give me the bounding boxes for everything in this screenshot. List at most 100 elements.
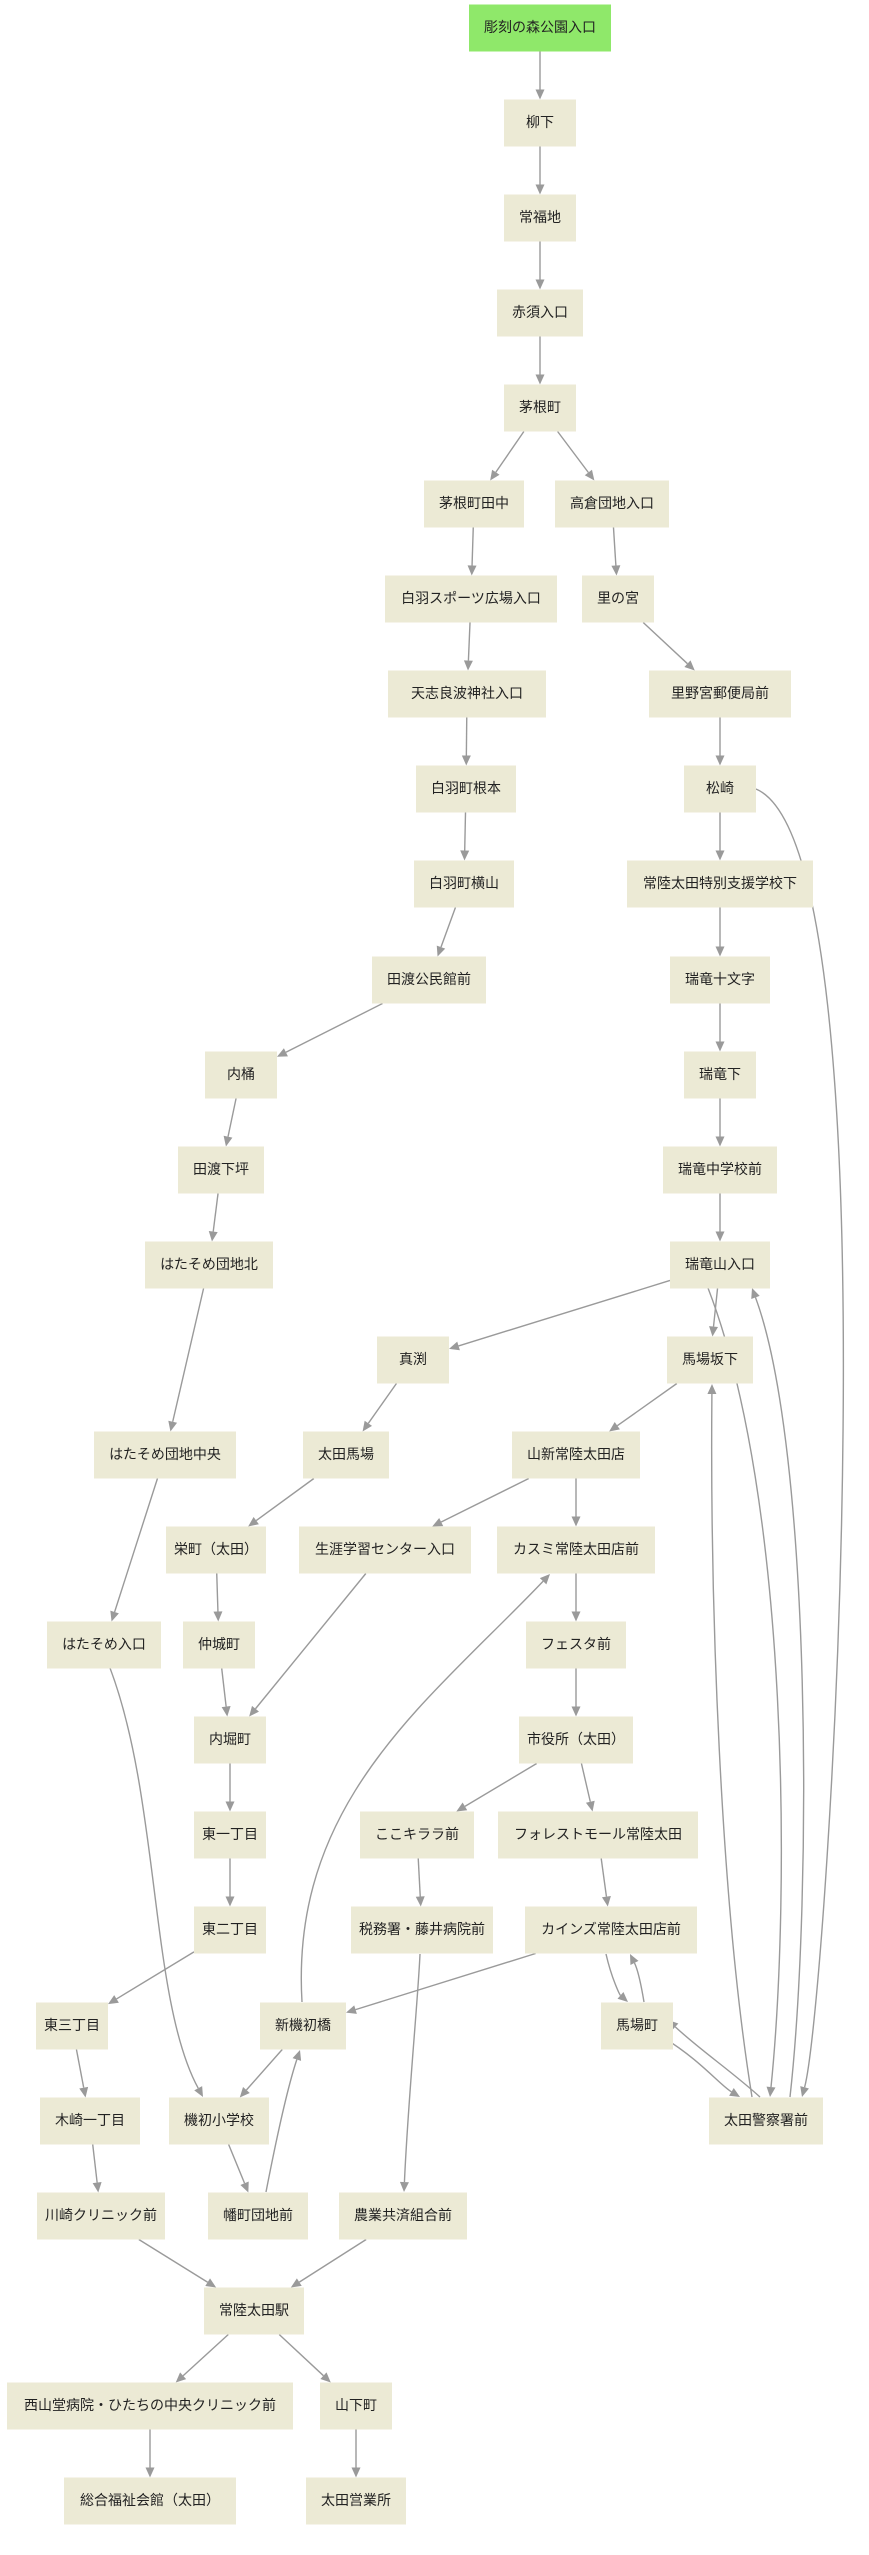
node-n28: 栄町（太田） xyxy=(166,1526,266,1574)
edge-n19-n21 xyxy=(212,1193,219,1232)
node-box xyxy=(497,1526,655,1574)
node-box xyxy=(205,1051,277,1099)
edge-n51-n52 xyxy=(182,2333,229,2377)
edge-n17-n19 xyxy=(227,1098,237,1137)
node-label: 馬場町 xyxy=(616,2018,658,2034)
node-box xyxy=(166,1526,266,1574)
node-n30: カスミ常陸太田店前 xyxy=(497,1526,655,1574)
node-box xyxy=(37,2192,165,2240)
edge-n24-n27-arrowhead xyxy=(609,1422,620,1432)
edge-n43-n30 xyxy=(300,1580,544,2003)
edge-n36-n39-arrowhead xyxy=(225,1896,235,1907)
edge-n47-n22-arrowhead xyxy=(751,1288,760,1299)
edge-n9-n11-arrowhead xyxy=(461,755,471,766)
node-box xyxy=(377,1336,449,1384)
node-box xyxy=(414,860,514,908)
node-n15: 田渡公民館前 xyxy=(372,956,486,1004)
node-label: 東一丁目 xyxy=(202,1827,258,1843)
node-label: 里の宮 xyxy=(597,591,639,607)
edge-n41-n44 xyxy=(605,1953,622,1996)
node-box xyxy=(684,765,756,813)
node-box xyxy=(385,575,557,623)
edge-n14-n16-arrowhead xyxy=(715,946,725,957)
node-box xyxy=(497,289,583,337)
node-n12: 松崎 xyxy=(684,765,756,813)
edge-n29-n34 xyxy=(254,1573,367,1710)
node-n10: 里野宮郵便局前 xyxy=(649,670,791,718)
node-box xyxy=(670,1241,770,1289)
node-n19: 田渡下坪 xyxy=(178,1146,264,1194)
node-n36: 東一丁目 xyxy=(194,1811,266,1859)
edge-n53-n55-arrowhead xyxy=(351,2467,361,2478)
node-n21: はたそめ団地北 xyxy=(145,1241,273,1289)
edge-n47-n22 xyxy=(754,1297,805,2098)
edge-n32-n34-arrowhead xyxy=(221,1706,231,1717)
node-n7: 白羽スポーツ広場入口 xyxy=(385,575,557,623)
node-label: 内堀町 xyxy=(209,1732,251,1748)
edge-n11-n13-arrowhead xyxy=(460,850,470,861)
edge-n38-n41 xyxy=(600,1858,608,1897)
node-label: 茅根町田中 xyxy=(439,496,509,512)
edge-n27-n29 xyxy=(440,1477,530,1523)
node-n14: 常陸太田特別支援学校下 xyxy=(627,860,813,908)
edge-n38-n41-arrowhead xyxy=(601,1895,611,1907)
node-label: カスミ常陸太田店前 xyxy=(513,1541,639,1558)
node-label: 常福地 xyxy=(519,210,561,226)
edge-n44-n47 xyxy=(663,2037,732,2093)
edge-n20-n22-arrowhead xyxy=(715,1231,725,1242)
edge-n25-n31 xyxy=(113,1478,159,1613)
edge-n4-n6 xyxy=(557,431,589,473)
edge-n11-n13 xyxy=(464,812,467,851)
node-box xyxy=(424,480,524,528)
edge-n2-n3-arrowhead xyxy=(535,279,545,290)
edge-n44-n41 xyxy=(633,1962,645,2003)
node-box xyxy=(320,2382,392,2430)
node-box xyxy=(7,2382,293,2430)
node-label: はたそめ団地中央 xyxy=(109,1447,221,1463)
edge-n51-n52-arrowhead xyxy=(175,2372,187,2383)
edge-n37-n40-arrowhead xyxy=(415,1896,425,1907)
edge-n0-n1-arrowhead xyxy=(535,89,545,100)
edge-n18-n20-arrowhead xyxy=(715,1136,725,1147)
node-label: 総合福祉会館（太田） xyxy=(80,2492,220,2509)
edge-n22-n47-arrowhead xyxy=(766,2086,776,2097)
edge-n40-n50 xyxy=(403,1953,421,2183)
edge-n39-n42-arrowhead xyxy=(108,1995,119,2005)
node-box xyxy=(260,2002,346,2050)
node-box xyxy=(306,2477,406,2525)
node-n52: 西山堂病院・ひたちの中央クリニック前 xyxy=(7,2382,293,2430)
node-box xyxy=(145,1241,273,1289)
node-label: はたそめ入口 xyxy=(62,1637,146,1653)
node-box xyxy=(667,1336,753,1384)
edge-n13-n15-arrowhead xyxy=(436,945,446,957)
edge-n43-n30-arrowhead xyxy=(539,1574,550,1585)
edge-n41-n44-arrowhead xyxy=(617,1992,628,2002)
edge-n17-n19-arrowhead xyxy=(223,1135,233,1147)
nodes-layer: 彫刻の森公園入口柳下常福地赤須入口茅根町茅根町田中高倉団地入口白羽スポーツ広場入… xyxy=(7,4,823,2525)
node-label: 生涯学習センター入口 xyxy=(315,1542,455,1558)
node-n16: 瑞竜十文字 xyxy=(670,956,770,1004)
node-label: 瑞竜山入口 xyxy=(685,1256,755,1273)
edge-n37-n40 xyxy=(417,1858,421,1897)
node-label: ここキララ前 xyxy=(375,1826,459,1843)
edge-n8-n10 xyxy=(642,621,688,665)
node-n22: 瑞竜山入口 xyxy=(670,1241,770,1289)
node-n40: 税務署・藤井病院前 xyxy=(351,1906,493,1954)
node-box xyxy=(303,1431,389,1479)
node-box xyxy=(36,2002,108,2050)
node-box xyxy=(204,2287,304,2335)
edge-n26-n28 xyxy=(255,1477,315,1522)
node-box xyxy=(498,1811,698,1859)
edge-n6-n8 xyxy=(612,527,617,566)
node-n41: カインズ常陸太田店前 xyxy=(525,1906,697,1954)
node-label: 栄町（太田） xyxy=(174,1542,258,1558)
node-label: 白羽町根本 xyxy=(431,781,501,797)
node-box xyxy=(649,670,791,718)
node-label: 太田警察署前 xyxy=(724,2112,808,2129)
edge-n27-n29-arrowhead xyxy=(432,1518,444,1527)
edge-n8-n10-arrowhead xyxy=(684,660,695,671)
edge-n49-n43 xyxy=(265,2059,298,2193)
node-n35: 市役所（太田） xyxy=(519,1716,633,1764)
node-box xyxy=(670,956,770,1004)
node-box xyxy=(208,2192,308,2240)
